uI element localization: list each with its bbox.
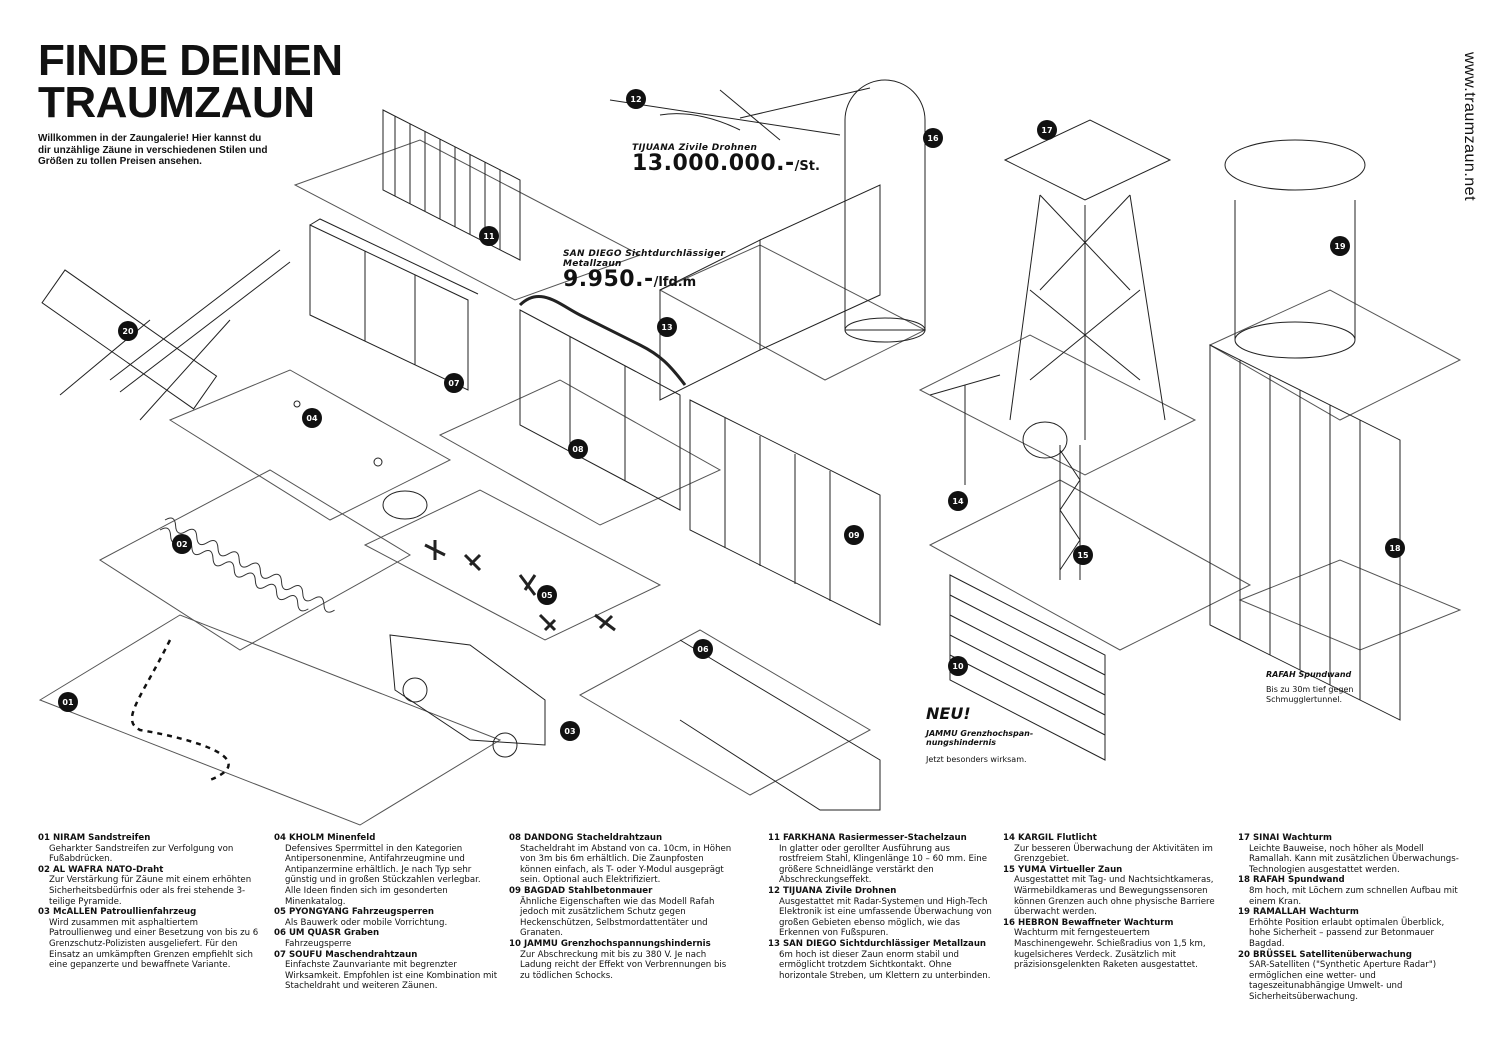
rafah-sub-1: Bis zu 30m tief gegen xyxy=(1266,685,1354,694)
virtual-fence-mast xyxy=(1022,421,1081,580)
badge-08[interactable]: 08 xyxy=(568,439,588,459)
sand-strip-footprints xyxy=(130,639,230,782)
concrete-wall xyxy=(689,399,881,626)
badge-11[interactable]: 11 xyxy=(479,226,499,246)
mesh-fence-07 xyxy=(309,218,479,391)
intro-text: Willkommen in der Zaungalerie! Hier kann… xyxy=(38,133,268,167)
badge-05[interactable]: 05 xyxy=(537,585,557,605)
mesh-fence-11 xyxy=(382,109,521,261)
badge-07[interactable]: 07 xyxy=(444,373,464,393)
tijuana-price: 13.000.000.- xyxy=(632,151,795,176)
badge-12[interactable]: 12 xyxy=(626,89,646,109)
drone xyxy=(609,87,871,141)
badge-13[interactable]: 13 xyxy=(657,317,677,337)
minefield xyxy=(293,400,428,520)
metal-fence-13 xyxy=(659,184,881,401)
badge-15[interactable]: 15 xyxy=(1073,545,1093,565)
badge-06[interactable]: 06 xyxy=(693,639,713,659)
jammu-sub: Jetzt besonders wirksam. xyxy=(926,755,1027,764)
rafah-sub-2: Schmugglertunnel. xyxy=(1266,695,1343,704)
ground-plates xyxy=(38,139,1462,826)
tank-traps xyxy=(424,540,616,632)
callout-rafah: RAFAH Spundwand Bis zu 30m tief gegen Sc… xyxy=(1266,670,1376,705)
nato-wire-coil xyxy=(159,517,335,613)
callout-jammu: NEU! JAMMU Grenzhochspan- nungshindernis… xyxy=(926,704,1066,764)
sandiego-label-1: SAN DIEGO Sichtdurchlässiger xyxy=(563,249,726,259)
tijuana-unit: /St. xyxy=(794,159,820,174)
badge-17[interactable]: 17 xyxy=(1037,120,1057,140)
badge-04[interactable]: 04 xyxy=(302,408,322,428)
trench xyxy=(679,639,881,811)
barbed-wire-fence xyxy=(518,294,687,511)
badge-10[interactable]: 10 xyxy=(948,656,968,676)
rafah-label: RAFAH Spundwand xyxy=(1266,670,1352,679)
floodlight xyxy=(929,374,1001,485)
badge-01[interactable]: 01 xyxy=(58,692,78,712)
badge-19[interactable]: 19 xyxy=(1330,236,1350,256)
round-watchtower xyxy=(1224,139,1366,359)
fence-gallery-illustration xyxy=(38,79,1462,826)
badge-09[interactable]: 09 xyxy=(844,525,864,545)
sandiego-price: 9.950.- xyxy=(563,267,654,292)
badge-03[interactable]: 03 xyxy=(560,721,580,741)
badge-14[interactable]: 14 xyxy=(948,491,968,511)
high-voltage-fence xyxy=(949,574,1106,761)
page-title: FINDE DEINEN TRAUMZAUN xyxy=(38,36,343,127)
callout-san-diego: SAN DIEGO Sichtdurchlässiger Metallzaun … xyxy=(563,249,725,291)
title-line-2: TRAUMZAUN xyxy=(38,78,315,127)
lattice-watchtower xyxy=(1003,119,1172,440)
sandiego-label-2: Metallzaun xyxy=(563,259,622,269)
patrol-vehicle xyxy=(389,634,546,758)
catalog-entry: 13 SAN DIEGO Sichtdurchlässiger Metallza… xyxy=(768,938,991,981)
satellite xyxy=(41,249,291,421)
title-line-1: FINDE DEINEN xyxy=(38,36,343,85)
tijuana-label: TIJUANA Zivile Drohnen xyxy=(632,143,758,153)
badge-16[interactable]: 16 xyxy=(923,128,943,148)
badge-20[interactable]: 20 xyxy=(118,321,138,341)
jammu-label-1: JAMMU Grenzhochspan- xyxy=(926,729,1034,738)
callout-tijuana: TIJUANA Zivile Drohnen 13.000.000.-/St. xyxy=(632,143,820,175)
new-badge: NEU! xyxy=(926,704,971,723)
badge-02[interactable]: 02 xyxy=(172,534,192,554)
sheet-pile-wall xyxy=(1209,344,1401,721)
badge-18[interactable]: 18 xyxy=(1385,538,1405,558)
sandiego-unit: /lfd.m xyxy=(653,275,697,290)
armed-watchtower xyxy=(844,79,926,343)
jammu-label-2: nungshindernis xyxy=(926,738,997,747)
